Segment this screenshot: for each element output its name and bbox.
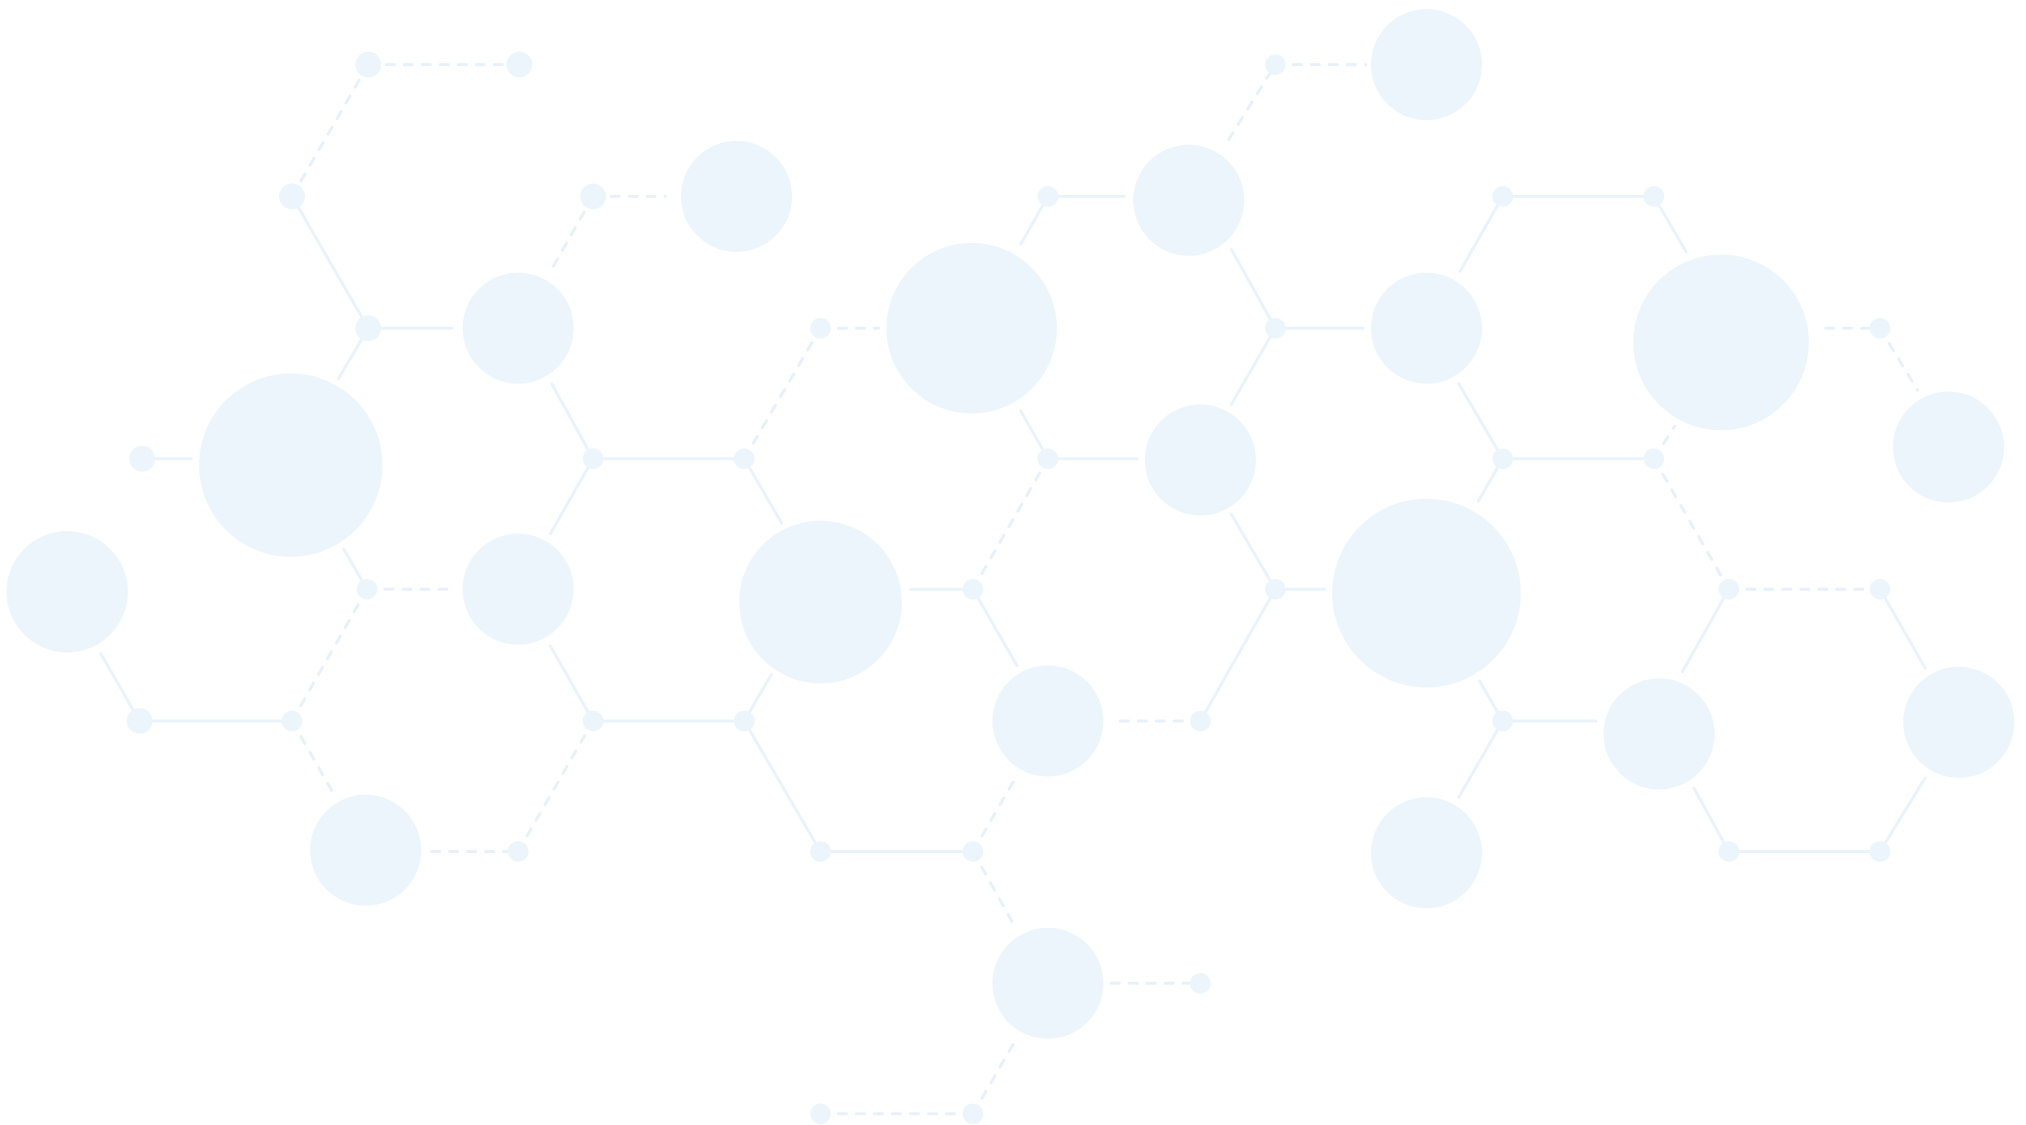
junction-dot-34 — [1869, 841, 1891, 862]
atom-circle-49 — [992, 927, 1104, 1039]
junction-dot-2 — [279, 183, 305, 210]
junction-dot-5 — [129, 445, 156, 472]
atom-circle-42 — [310, 794, 422, 906]
junction-dot-32 — [1869, 578, 1891, 600]
junction-dot-31 — [1718, 578, 1740, 600]
junction-dot-11 — [281, 710, 303, 732]
junction-dot-27 — [1492, 186, 1514, 207]
atom-circle-37 — [680, 140, 793, 252]
atom-circle-55 — [1370, 797, 1483, 909]
junction-dot-7 — [733, 448, 755, 470]
junction-dot-26 — [962, 1103, 984, 1125]
junction-dot-24 — [1190, 972, 1211, 994]
bond-line-28 — [971, 587, 1019, 667]
dashed-bond-line-44 — [971, 849, 1018, 930]
bond-line-11 — [742, 457, 784, 525]
dashed-bond-line-29 — [971, 457, 1050, 591]
atom-circle-38 — [462, 272, 574, 384]
atom-circle-43 — [739, 520, 902, 684]
junction-dot-30 — [1643, 448, 1665, 470]
atom-circle-41 — [462, 533, 574, 645]
bond-line-17 — [99, 652, 142, 723]
junction-dot-4 — [580, 183, 606, 210]
junction-dot-28 — [1643, 186, 1665, 207]
bond-line-57 — [1680, 587, 1731, 674]
dashed-bond-line-19 — [290, 719, 335, 795]
junction-dot-20 — [1264, 54, 1286, 75]
atom-circle-51 — [1332, 498, 1521, 688]
junction-dot-23 — [1190, 710, 1211, 732]
junction-dot-33 — [1869, 317, 1891, 339]
junction-dot-19 — [1037, 186, 1059, 207]
junction-dot-22 — [1264, 578, 1286, 600]
atom-circle-54 — [1603, 678, 1715, 790]
dashed-bond-line-16 — [290, 587, 369, 723]
bond-line-36 — [1229, 247, 1277, 330]
network-edges — [99, 63, 1927, 1116]
atom-circle-48 — [992, 665, 1104, 777]
junction-dot-13 — [582, 710, 604, 732]
junction-dot-10 — [126, 708, 153, 734]
junction-dot-8 — [810, 317, 831, 339]
network-nodes — [6, 9, 2015, 1125]
atom-circle-50 — [1370, 272, 1483, 384]
atom-circle-46 — [1370, 9, 1483, 121]
junction-dot-12 — [507, 841, 529, 862]
dashed-bond-line-55 — [1652, 457, 1731, 591]
bond-line-66 — [1457, 719, 1505, 799]
junction-dot-21 — [1264, 317, 1286, 339]
atom-circle-39 — [198, 373, 383, 557]
dashed-bond-line-59 — [1878, 326, 1919, 392]
atom-circle-45 — [1133, 144, 1245, 256]
bond-line-39 — [1229, 512, 1277, 591]
atom-circle-47 — [1144, 404, 1256, 516]
dashed-bond-line-43 — [971, 776, 1018, 853]
junction-dot-3 — [355, 315, 382, 342]
junction-dot-9 — [356, 578, 378, 600]
bond-line-22 — [548, 644, 595, 723]
junction-dot-29 — [1492, 448, 1514, 470]
junction-dot-16 — [962, 841, 984, 862]
dashed-bond-line-34 — [1227, 63, 1277, 142]
bond-line-2 — [290, 194, 370, 330]
bond-line-25 — [742, 719, 822, 853]
bond-line-51 — [1457, 382, 1505, 461]
bond-line-8 — [550, 382, 595, 461]
atom-circle-40 — [6, 531, 128, 653]
bond-line-50 — [1652, 194, 1688, 254]
dashed-bond-line-21 — [516, 719, 595, 853]
junction-dot-14 — [733, 710, 755, 732]
junction-dot-18 — [1037, 448, 1059, 470]
junction-dot-17 — [962, 578, 984, 600]
bond-line-41 — [1198, 587, 1277, 723]
dashed-bond-line-47 — [971, 1038, 1018, 1116]
bond-line-38 — [1229, 326, 1277, 406]
junction-dot-36 — [1492, 710, 1514, 732]
atom-circle-52 — [1633, 254, 1809, 431]
bond-line-10 — [548, 457, 595, 536]
atom-circle-44 — [886, 242, 1057, 414]
atom-circle-56 — [1903, 666, 2015, 778]
junction-dot-0 — [355, 51, 382, 78]
bond-line-61 — [1878, 776, 1927, 853]
bond-line-48 — [1458, 194, 1505, 273]
junction-dot-15 — [810, 841, 831, 862]
junction-dot-1 — [506, 51, 533, 78]
bond-line-60 — [1878, 587, 1927, 670]
bond-line-63 — [1692, 786, 1731, 853]
dashed-bond-line-12 — [742, 326, 822, 461]
atom-circle-53 — [1892, 391, 2005, 503]
junction-dot-25 — [810, 1103, 831, 1125]
junction-dot-6 — [582, 448, 604, 470]
dashed-bond-line-1 — [290, 63, 370, 198]
junction-dot-35 — [1718, 841, 1740, 862]
dashed-bond-line-7 — [548, 194, 595, 273]
